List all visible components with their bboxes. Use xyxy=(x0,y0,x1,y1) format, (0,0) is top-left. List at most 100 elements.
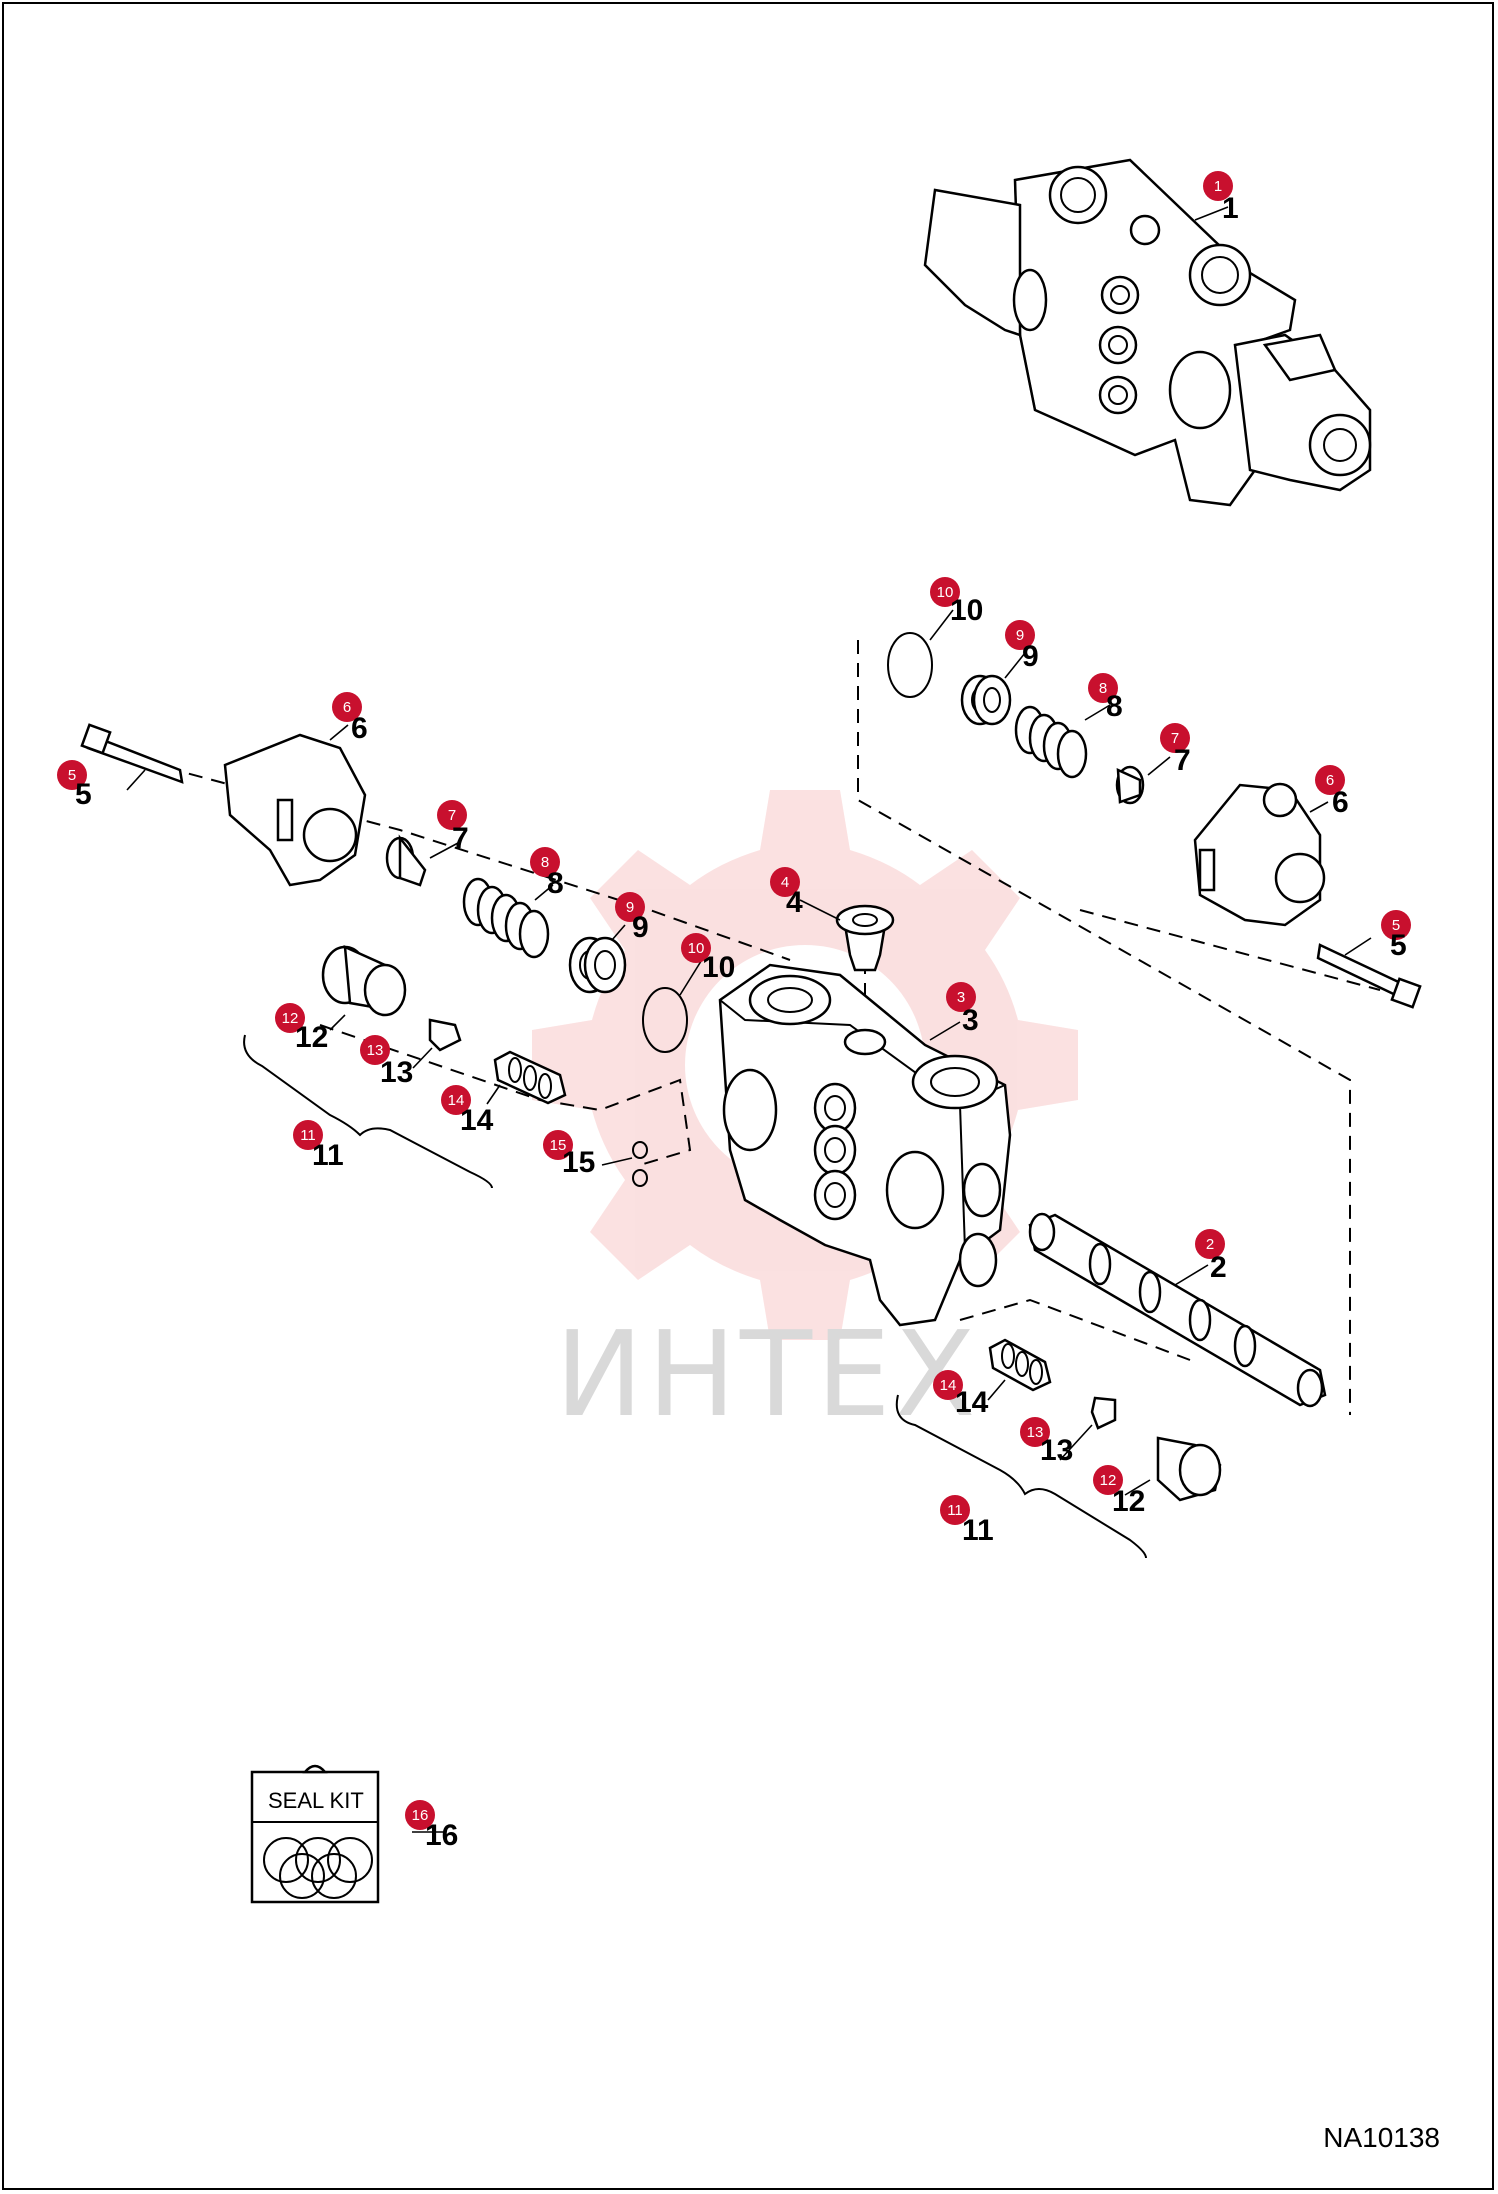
part-14-check-spring-right xyxy=(988,1338,1052,1392)
callout-5-left[interactable]: 5 5 xyxy=(57,760,92,811)
callout-badge-number: 13 xyxy=(1027,1424,1044,1441)
callout-badge-number: 3 xyxy=(957,989,965,1006)
callout-label: 16 xyxy=(425,1819,458,1852)
callout-label: 12 xyxy=(295,1021,328,1054)
part-16-seal-kit: SEAL KIT xyxy=(250,1764,380,1904)
callout-badge xyxy=(530,847,560,877)
callout-badge xyxy=(360,1035,390,1065)
callout-label: 11 xyxy=(962,1514,994,1547)
callout-badge xyxy=(1088,673,1118,703)
callout-badge-number: 5 xyxy=(1392,917,1400,934)
callout-badge-number: 11 xyxy=(300,1127,316,1144)
callout-3[interactable]: 3 3 xyxy=(946,982,979,1037)
callout-11-left[interactable]: 11 11 xyxy=(293,1120,344,1172)
callout-1[interactable]: 1 1 xyxy=(1203,171,1239,225)
callout-label: 11 xyxy=(312,1139,344,1172)
callout-2[interactable]: 2 2 xyxy=(1195,1229,1227,1284)
callout-badge-number: 10 xyxy=(688,940,705,957)
callout-9-right[interactable]: 9 9 xyxy=(1005,620,1039,673)
callout-badge-number: 13 xyxy=(367,1042,384,1059)
seal-kit-label: SEAL KIT xyxy=(268,1788,364,1813)
part-5-bolt-right xyxy=(1316,943,1422,1009)
callout-4[interactable]: 4 4 xyxy=(770,867,803,919)
part-6-cap-right xyxy=(1193,782,1326,927)
callout-badge xyxy=(930,577,960,607)
callout-badge-number: 9 xyxy=(1016,627,1024,644)
callout-12-left[interactable]: 12 12 xyxy=(275,1003,328,1054)
part-6-cap-left xyxy=(223,733,367,887)
callout-badge-number: 12 xyxy=(282,1010,299,1027)
part-7-spring-seat-left xyxy=(385,834,427,887)
part-10-o-ring-right xyxy=(887,632,933,698)
part-9-washer-right xyxy=(960,674,1012,726)
callout-8-left[interactable]: 8 8 xyxy=(530,847,564,900)
callout-badge xyxy=(1315,765,1345,795)
callout-label: 15 xyxy=(562,1146,595,1179)
part-11-bracket-right xyxy=(895,1394,1147,1559)
callout-badge xyxy=(275,1003,305,1033)
callout-15[interactable]: 15 15 xyxy=(543,1130,595,1179)
callout-badge xyxy=(1005,620,1035,650)
callouts: 1 1 2 2 3 3 4 4 5 5 xyxy=(57,171,1411,1852)
callout-badge xyxy=(1195,1229,1225,1259)
callout-badge xyxy=(681,933,711,963)
callout-label: 6 xyxy=(1332,786,1349,819)
callout-badge xyxy=(1020,1417,1050,1447)
callout-badge-number: 7 xyxy=(448,807,456,824)
callout-6-right[interactable]: 6 6 xyxy=(1315,765,1349,819)
callout-7-left[interactable]: 7 7 xyxy=(437,800,469,855)
part-15-small-o-rings xyxy=(632,1141,648,1187)
callout-14-left[interactable]: 14 14 xyxy=(441,1085,494,1137)
callout-9-left[interactable]: 9 9 xyxy=(615,892,649,944)
callout-badge-number: 12 xyxy=(1100,1472,1117,1489)
callout-badge-number: 4 xyxy=(781,874,789,891)
callout-label: 10 xyxy=(950,594,983,627)
callout-8-right[interactable]: 8 8 xyxy=(1088,673,1123,723)
callout-5-right[interactable]: 5 5 xyxy=(1381,910,1411,962)
part-14-check-spring-left xyxy=(493,1050,567,1105)
callout-6-left[interactable]: 6 6 xyxy=(332,692,368,745)
callout-7-right[interactable]: 7 7 xyxy=(1160,723,1191,777)
part-2-spool xyxy=(1028,1212,1327,1408)
callout-label: 8 xyxy=(547,867,564,900)
callout-label: 13 xyxy=(380,1056,413,1089)
assembly-line-poppet-left xyxy=(319,1024,692,1166)
callout-12-right[interactable]: 12 12 xyxy=(1093,1465,1145,1518)
callout-label: 9 xyxy=(1022,640,1039,673)
part-8-spring-left xyxy=(462,877,550,959)
callout-label: 6 xyxy=(351,712,368,745)
callout-label: 7 xyxy=(452,822,469,855)
callout-badge-number: 6 xyxy=(343,699,351,716)
callout-label: 5 xyxy=(1390,929,1407,962)
callout-badge-number: 5 xyxy=(68,767,76,784)
assembly-line-right xyxy=(1079,909,1381,991)
callout-badge-number: 8 xyxy=(541,854,549,871)
callout-badge-number: 2 xyxy=(1206,1236,1214,1253)
callout-badge-number: 14 xyxy=(448,1092,465,1109)
callout-10-left[interactable]: 10 10 xyxy=(681,933,735,984)
callout-label: 12 xyxy=(1112,1485,1145,1518)
callout-13-right[interactable]: 13 13 xyxy=(1020,1417,1073,1467)
part-13-poppet-right xyxy=(1090,1396,1117,1430)
callout-badge-number: 8 xyxy=(1099,680,1107,697)
callout-badge xyxy=(615,892,645,922)
callout-badge xyxy=(1203,171,1233,201)
callout-16[interactable]: 16 16 xyxy=(405,1800,458,1852)
callout-14-right[interactable]: 14 14 xyxy=(933,1370,989,1419)
assembly-line-left xyxy=(99,749,791,961)
callout-badge xyxy=(946,982,976,1012)
callout-badge xyxy=(770,867,800,897)
callout-badge-number: 10 xyxy=(937,584,954,601)
callout-10-right[interactable]: 10 10 xyxy=(930,577,983,627)
assembly-line-top-right xyxy=(857,640,1351,1415)
callout-label: 8 xyxy=(1106,690,1123,723)
callout-label: 4 xyxy=(786,886,803,919)
callout-11-right[interactable]: 11 11 xyxy=(940,1495,994,1547)
assembly-line-poppet-right xyxy=(959,1298,1191,1361)
callout-13-left[interactable]: 13 13 xyxy=(360,1035,413,1089)
callout-label: 3 xyxy=(962,1004,979,1037)
callout-badge-number: 14 xyxy=(940,1377,957,1394)
drawing-code: NA10138 xyxy=(1323,2122,1440,2153)
